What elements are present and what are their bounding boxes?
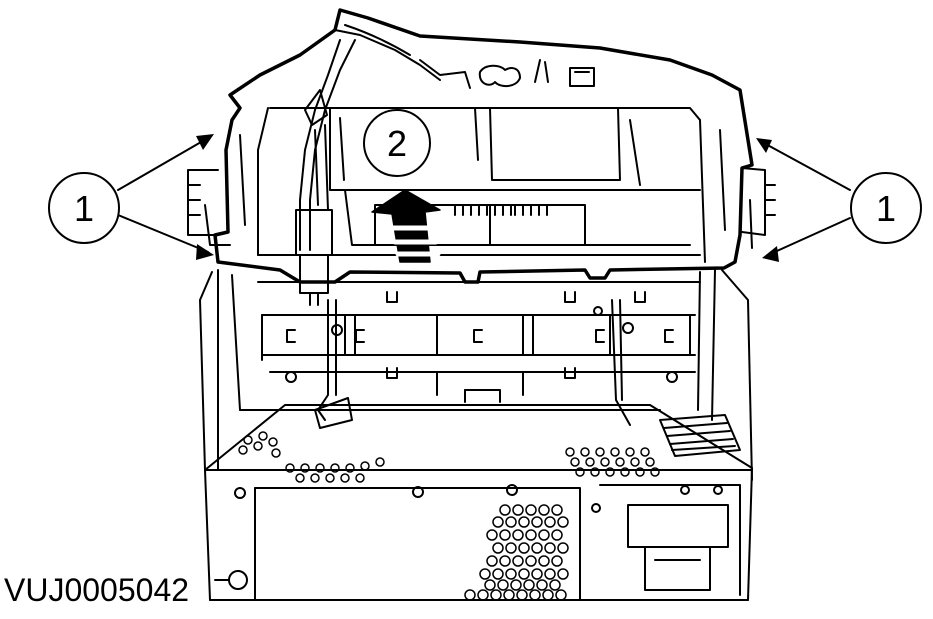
wiring-harness [295,24,441,306]
callout-1-left-label: 1 [74,188,94,229]
callout-1-right: 1 [850,172,922,244]
radio-chassis [199,269,753,601]
document-code: VUJ0005042 [4,572,190,608]
callout-arrowheads [196,134,779,262]
callout-leaders [117,137,851,256]
callout-2: 2 [363,109,431,177]
callout-1-left: 1 [48,172,120,244]
callout-1-right-label: 1 [876,188,896,229]
vent-holes-front [464,504,569,601]
removal-arrow [371,189,441,263]
vent-holes-top [238,431,660,483]
audio-module-outline [213,8,754,284]
callout-2-label: 2 [387,123,407,164]
mounting-frame [257,281,701,429]
audio-module-body [187,59,776,263]
